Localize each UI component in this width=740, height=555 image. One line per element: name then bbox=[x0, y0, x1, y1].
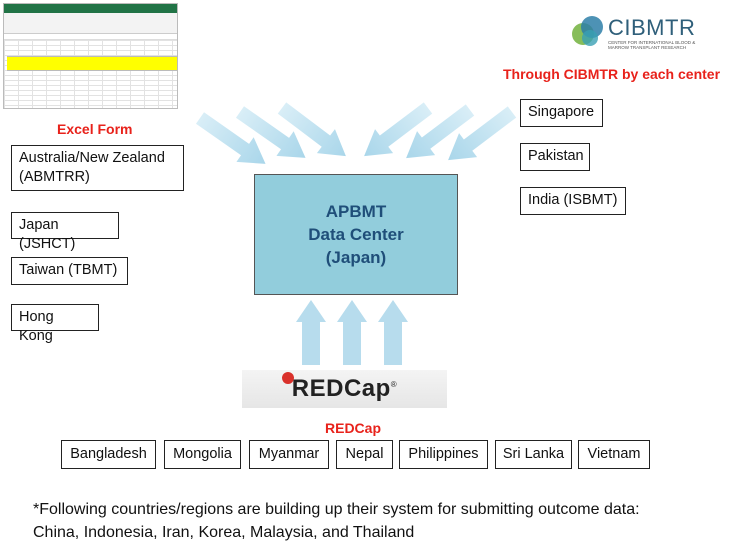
footnote-line-1: *Following countries/regions are buildin… bbox=[33, 501, 640, 518]
pakistan-box: Pakistan bbox=[520, 143, 590, 171]
excel-formula-bar bbox=[4, 34, 177, 40]
cibmtr-logo-icon bbox=[572, 16, 603, 46]
excel-ribbon bbox=[4, 13, 177, 34]
redcap-label: REDCap bbox=[325, 420, 382, 436]
cibmtr-heading: Through CIBMTR by each center bbox=[503, 66, 721, 82]
cibmtr-logo: CIBMTR CENTER FOR INTERNATIONAL BLOOD & … bbox=[570, 12, 710, 52]
arrow-from-left-2 bbox=[235, 106, 306, 158]
arrow-from-right-3 bbox=[448, 106, 517, 161]
redcap-logo: REDCap® bbox=[242, 370, 447, 408]
country-philippines: Philippines bbox=[399, 440, 488, 469]
redcap-dot-icon bbox=[281, 372, 294, 384]
country-vietnam: Vietnam bbox=[578, 440, 650, 469]
singapore-label: Singapore bbox=[528, 104, 595, 120]
cibmtr-logo-name: CIBMTR bbox=[608, 15, 696, 40]
arrow-from-left-1 bbox=[195, 112, 266, 164]
pakistan-label: Pakistan bbox=[528, 148, 584, 164]
excel-form-thumbnail bbox=[3, 3, 178, 109]
apbmt-data-center-box: APBMT Data Center (Japan) bbox=[254, 174, 458, 295]
country-nepal: Nepal bbox=[336, 440, 393, 469]
arrow-up-2 bbox=[337, 300, 367, 365]
excel-grid bbox=[4, 40, 177, 108]
australia-nz-label: Australia/New Zealand bbox=[19, 150, 165, 166]
taiwan-box: Taiwan (TBMT) bbox=[11, 257, 128, 285]
arrow-up-3 bbox=[378, 300, 408, 365]
country-bangladesh: Bangladesh bbox=[61, 440, 156, 469]
japan-box: Japan (JSHCT) bbox=[11, 212, 119, 252]
excel-form-label: Excel Form bbox=[57, 121, 133, 137]
australia-nz-registry: (ABMTRR) bbox=[19, 169, 90, 185]
japan-label: Japan (JSHCT) bbox=[19, 217, 76, 252]
arrow-from-right-1 bbox=[364, 102, 433, 157]
redcap-logo-text: REDCap bbox=[291, 375, 391, 402]
australia-nz-box: Australia/New Zealand (ABMTRR) bbox=[11, 145, 184, 191]
redcap-registered-mark: ® bbox=[390, 380, 398, 389]
center-location: (Japan) bbox=[325, 248, 387, 267]
excel-highlighted-row bbox=[7, 56, 177, 71]
center-title: APBMT bbox=[325, 202, 387, 221]
taiwan-label: Taiwan (TBMT) bbox=[19, 262, 118, 278]
redcap-logo-word: REDCap® bbox=[281, 372, 398, 403]
footnote-line-2: China, Indonesia, Iran, Korea, Malaysia,… bbox=[33, 524, 415, 541]
country-mongolia: Mongolia bbox=[164, 440, 241, 469]
arrow-from-left-3 bbox=[277, 102, 346, 157]
country-myanmar: Myanmar bbox=[249, 440, 329, 469]
country-sri-lanka: Sri Lanka bbox=[495, 440, 572, 469]
singapore-box: Singapore bbox=[520, 99, 603, 127]
hong-kong-label: Hong Kong bbox=[19, 309, 54, 344]
center-subtitle: Data Center bbox=[308, 225, 404, 244]
india-box: India (ISBMT) bbox=[520, 187, 626, 215]
arrow-from-right-2 bbox=[406, 104, 475, 159]
excel-title-bar bbox=[4, 4, 177, 13]
arrow-up-1 bbox=[296, 300, 326, 365]
india-label: India (ISBMT) bbox=[528, 192, 618, 208]
cibmtr-logo-subtitle: CENTER FOR INTERNATIONAL BLOOD & MARROW … bbox=[608, 40, 696, 50]
hong-kong-box: Hong Kong bbox=[11, 304, 99, 344]
